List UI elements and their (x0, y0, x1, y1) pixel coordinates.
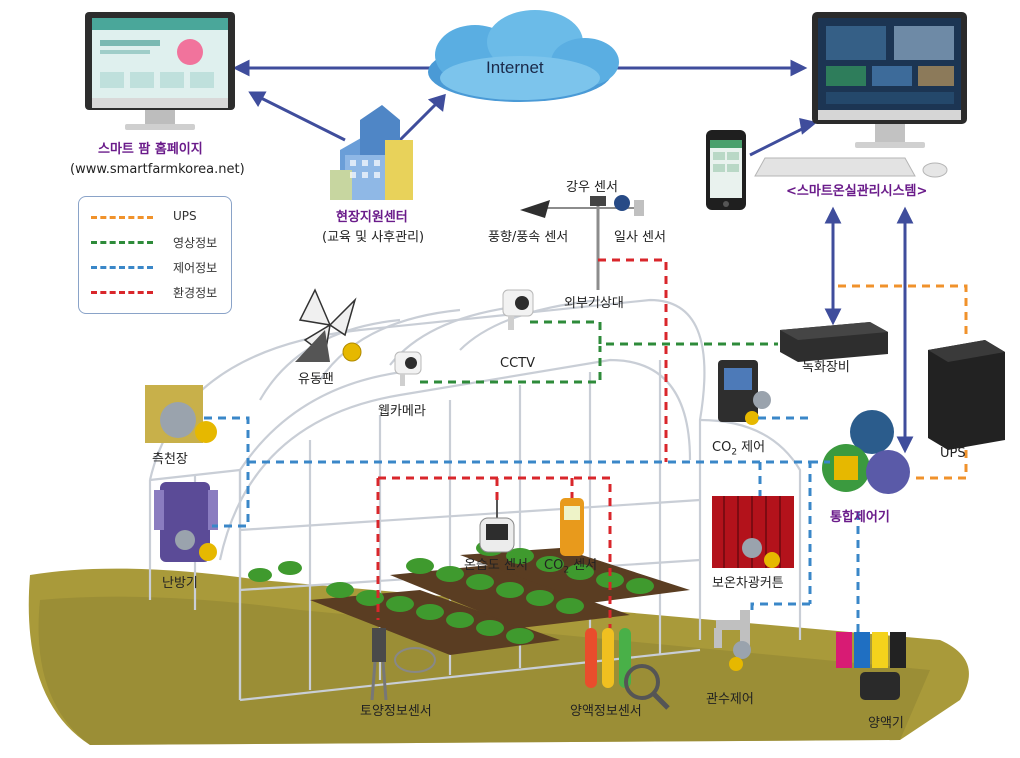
environment-info-lines (376, 258, 668, 628)
greenhouse-system-monitor-icon (754, 12, 967, 178)
soil-sensor-icon (370, 628, 436, 701)
co2-sensor-text: CO (544, 558, 564, 573)
nutrient-supplier-icon (836, 632, 906, 700)
co2-sensor-subscript: 2 (563, 565, 570, 576)
network-arrows (232, 59, 914, 454)
legend-box: UPS 영상정보 제어정보 환경정보 (78, 196, 232, 314)
homepage-monitor-icon (85, 12, 235, 130)
support-center-building-icon (330, 105, 413, 200)
nutrient-sensor-label: 양액정보센서 (570, 704, 642, 719)
thermal-curtain-label: 보온차광커튼 (712, 576, 784, 591)
recorder-label: 녹화장비 (802, 360, 850, 375)
integrated-controller-label: 통합제어기 (830, 510, 890, 525)
co2-control-subscript: 2 (731, 447, 738, 458)
co2-control-label: CO2 제어 (712, 440, 765, 461)
weather-station-label: 외부기상대 (564, 296, 624, 311)
circulation-fan-icon (295, 288, 362, 362)
legend-swatch-control (91, 266, 153, 269)
soil-sensor-label: 토양정보센서 (360, 704, 432, 719)
solar-sensor-label: 일사 센서 (614, 230, 666, 245)
heater-label: 난방기 (162, 576, 198, 591)
co2-sensor-label: CO2 센서 (544, 558, 597, 579)
integrated-controller-icon (822, 410, 910, 494)
thermal-curtain-icon (712, 496, 794, 568)
wind-sensor-label: 풍향/풍속 센서 (488, 230, 569, 245)
ups-device-icon (928, 340, 1005, 450)
co2-sensor-suffix: 센서 (569, 558, 598, 573)
temp-humidity-sensor-label: 온습도 센서 (464, 558, 528, 573)
legend-label-environment: 환경정보 (173, 286, 218, 300)
weather-station-icon (520, 195, 644, 290)
legend-swatch-ups (91, 216, 153, 219)
legend-item-ups: UPS (91, 209, 223, 225)
ground-shadow (38, 596, 931, 745)
support-center-subtitle: (교육 및 사후관리) (322, 230, 425, 245)
recorder-icon (780, 322, 888, 362)
irrigation-control-label: 관수제어 (706, 692, 754, 707)
legend-label-control: 제어정보 (173, 261, 218, 275)
irrigation-faucet-icon (714, 610, 751, 671)
legend-swatch-environment (91, 291, 153, 294)
rain-sensor-label: 강우 센서 (566, 180, 618, 195)
smartphone-icon (706, 130, 746, 210)
support-center-title: 현장지원센터 (336, 210, 408, 225)
heater-icon (154, 482, 218, 562)
side-window-gear-icon (145, 385, 217, 443)
legend-item-control: 제어정보 (91, 259, 223, 275)
plant-beds (248, 540, 690, 655)
ups-power-lines (838, 284, 968, 480)
legend-item-video: 영상정보 (91, 234, 223, 250)
co2-controller-icon (718, 360, 771, 425)
webcam-label: 웹카메라 (378, 404, 426, 419)
video-info-lines (420, 320, 778, 384)
greenhouse-system-title: <스마트온실관리시스템> (786, 184, 928, 199)
nutrient-test-tubes-icon (585, 628, 670, 710)
webcam-icon (394, 351, 422, 386)
co2-control-suffix: 제어 (737, 440, 766, 455)
circulation-fan-label: 유동팬 (298, 372, 334, 387)
homepage-title: 스마트 팜 홈페이지 (98, 142, 203, 157)
side-window-label: 측천장 (152, 452, 188, 467)
cctv-camera-icon (502, 289, 534, 330)
temp-humidity-sensor-icon (479, 500, 515, 553)
legend-label-ups: UPS (173, 209, 197, 223)
legend-swatch-video (91, 241, 153, 244)
legend-item-environment: 환경정보 (91, 284, 223, 300)
ups-label: UPS (940, 446, 966, 461)
co2-control-text: CO (712, 440, 732, 455)
nutrient-supplier-label: 양액기 (868, 716, 904, 731)
legend-label-video: 영상정보 (173, 236, 218, 250)
internet-cloud-icon (428, 10, 619, 102)
internet-label: Internet (486, 58, 544, 77)
co2-sensor-icon (560, 498, 584, 556)
cctv-label: CCTV (500, 356, 535, 371)
control-info-lines (204, 416, 860, 632)
homepage-url[interactable]: (www.smartfarmkorea.net) (70, 162, 245, 177)
